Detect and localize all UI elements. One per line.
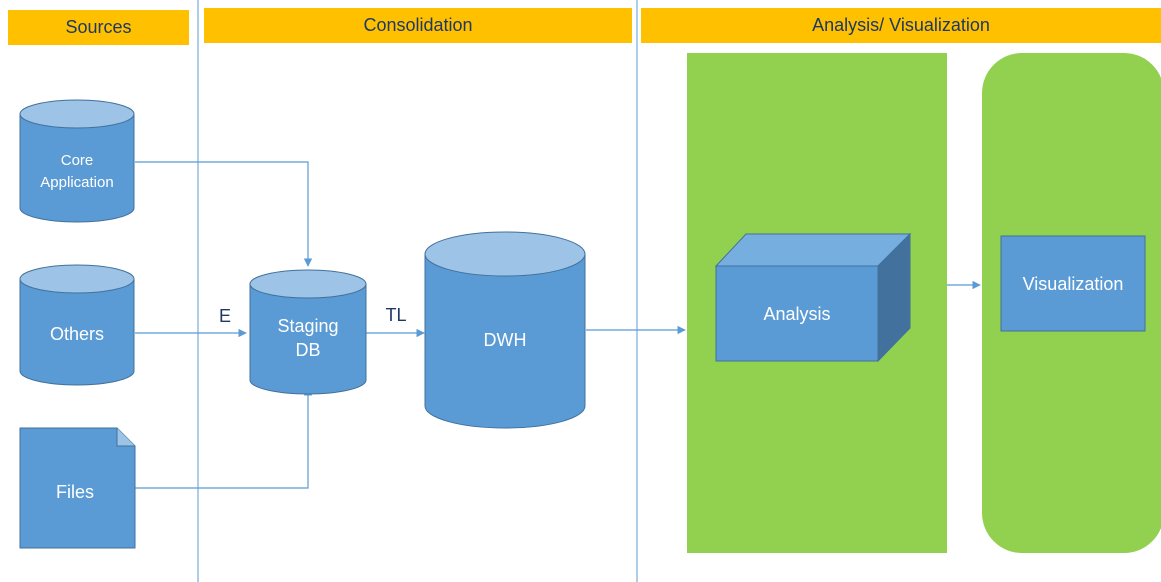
header-analysis-visualization: Analysis/ Visualization (641, 8, 1161, 43)
core-application-label-line1: Core (61, 152, 94, 169)
analysis-cube: Analysis (714, 232, 912, 363)
header-consolidation: Consolidation (204, 8, 632, 43)
connector-files-to-staging (135, 387, 313, 489)
others-label: Others (50, 324, 104, 344)
edge-label-extract: E (219, 306, 231, 326)
visualization-label: Visualization (1023, 274, 1124, 294)
staging-db-cylinder: Staging DB (249, 269, 367, 395)
files-document: Files (19, 427, 136, 549)
files-label: Files (56, 482, 94, 502)
dwh-label: DWH (484, 330, 527, 350)
visualization-box: Visualization (1000, 235, 1146, 332)
staging-db-label-line2: DB (295, 340, 320, 360)
dwh-cylinder: DWH (424, 231, 586, 429)
edge-label-transform-load: TL (385, 305, 406, 325)
connector-core-to-staging (135, 161, 313, 267)
analysis-label: Analysis (763, 304, 830, 324)
others-cylinder: Others (19, 264, 135, 386)
core-application-label-line2: Application (40, 174, 113, 191)
header-sources: Sources (8, 10, 189, 45)
core-application-cylinder: Core Application (19, 99, 135, 223)
staging-db-label-line1: Staging (277, 316, 338, 336)
